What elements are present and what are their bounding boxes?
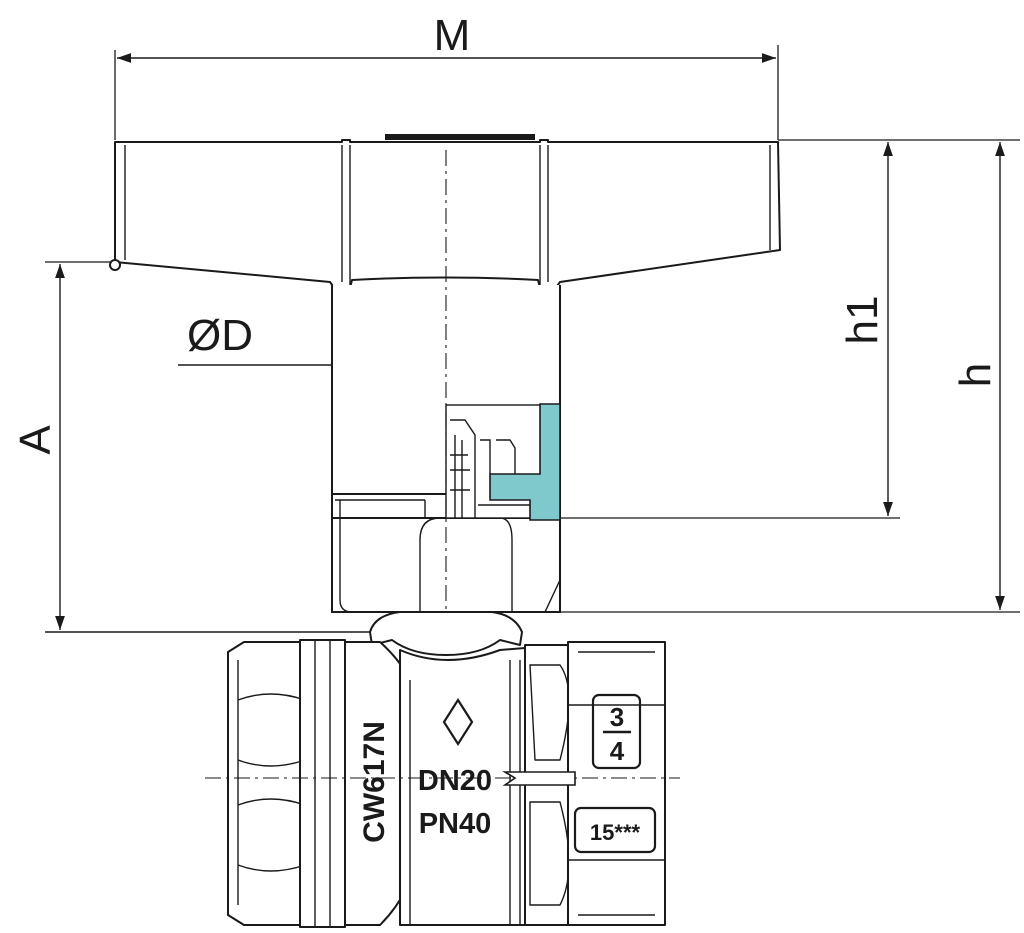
dim-label-h1: h1 — [838, 296, 887, 345]
dim-label-h: h — [951, 363, 1000, 387]
neck — [369, 611, 523, 656]
right-hex-nut — [567, 641, 666, 926]
code-marking-frame — [573, 806, 657, 854]
code-text: 15*** — [590, 820, 641, 845]
left-collar — [299, 639, 346, 928]
size-marking: 3 4 — [591, 693, 642, 770]
diamond-symbol — [442, 697, 474, 747]
handle-top-strip — [385, 134, 535, 140]
valve-body — [227, 611, 666, 928]
material-marking: CW617N — [358, 721, 391, 843]
stem-accent-section — [489, 403, 561, 521]
position-indicator-notch — [502, 771, 576, 786]
size-denominator: 4 — [610, 736, 625, 766]
extension-lines — [45, 45, 1020, 613]
dim-label-d: ØD — [187, 311, 253, 360]
code-marking: 15*** — [573, 806, 657, 854]
dim-label-a: A — [11, 425, 60, 455]
t-handle — [109, 134, 781, 297]
pn-marking: PN40 — [419, 808, 492, 840]
handle-corner-point — [109, 259, 121, 271]
dn-marking: DN20 — [418, 765, 492, 797]
dim-label-m: M — [434, 11, 471, 60]
size-marking-frame — [591, 693, 642, 770]
size-numerator: 3 — [610, 702, 624, 732]
stem-cross-section — [445, 403, 561, 521]
